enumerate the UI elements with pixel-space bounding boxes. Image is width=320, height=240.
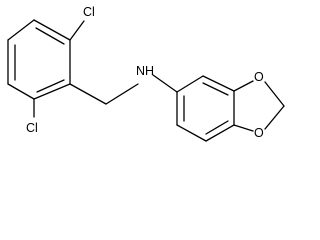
chlorine-label-bottom: Cl [26,121,38,135]
cl-bond-top [69,20,85,41]
benzodioxole-ring [176,75,235,142]
nitrogen-label: N [136,64,145,78]
dichlorophenyl-ring [7,19,71,100]
chemical-structure-diagram: Cl Cl N H O O [7,5,285,142]
chlorine-label-top: Cl [83,5,95,19]
ring-bond [176,124,207,142]
benzyl-bond [69,83,107,105]
ring-bond [33,83,71,100]
ring-bond [202,75,235,92]
ring-bond [33,19,71,41]
ring-double-bond [35,27,65,45]
ring-double-bond [202,82,229,96]
o-ch2-bond [264,105,285,130]
o-bond [233,80,254,92]
dioxole-ring [233,80,285,132]
ring-double-bond [36,79,65,93]
ch2-n-bond [105,83,139,105]
o-ch2-bond [264,81,285,107]
ring-bond [205,124,235,142]
ring-bond [7,83,35,100]
oxygen-label-upper: O [254,70,264,84]
ring-bond [176,75,204,93]
ring-double-bond [205,120,229,135]
oxygen-label-lower: O [254,126,264,140]
n-aryl-bond [152,74,178,93]
ring-bond [7,19,35,41]
hydrogen-label: H [145,64,154,78]
o-bond [233,124,254,132]
